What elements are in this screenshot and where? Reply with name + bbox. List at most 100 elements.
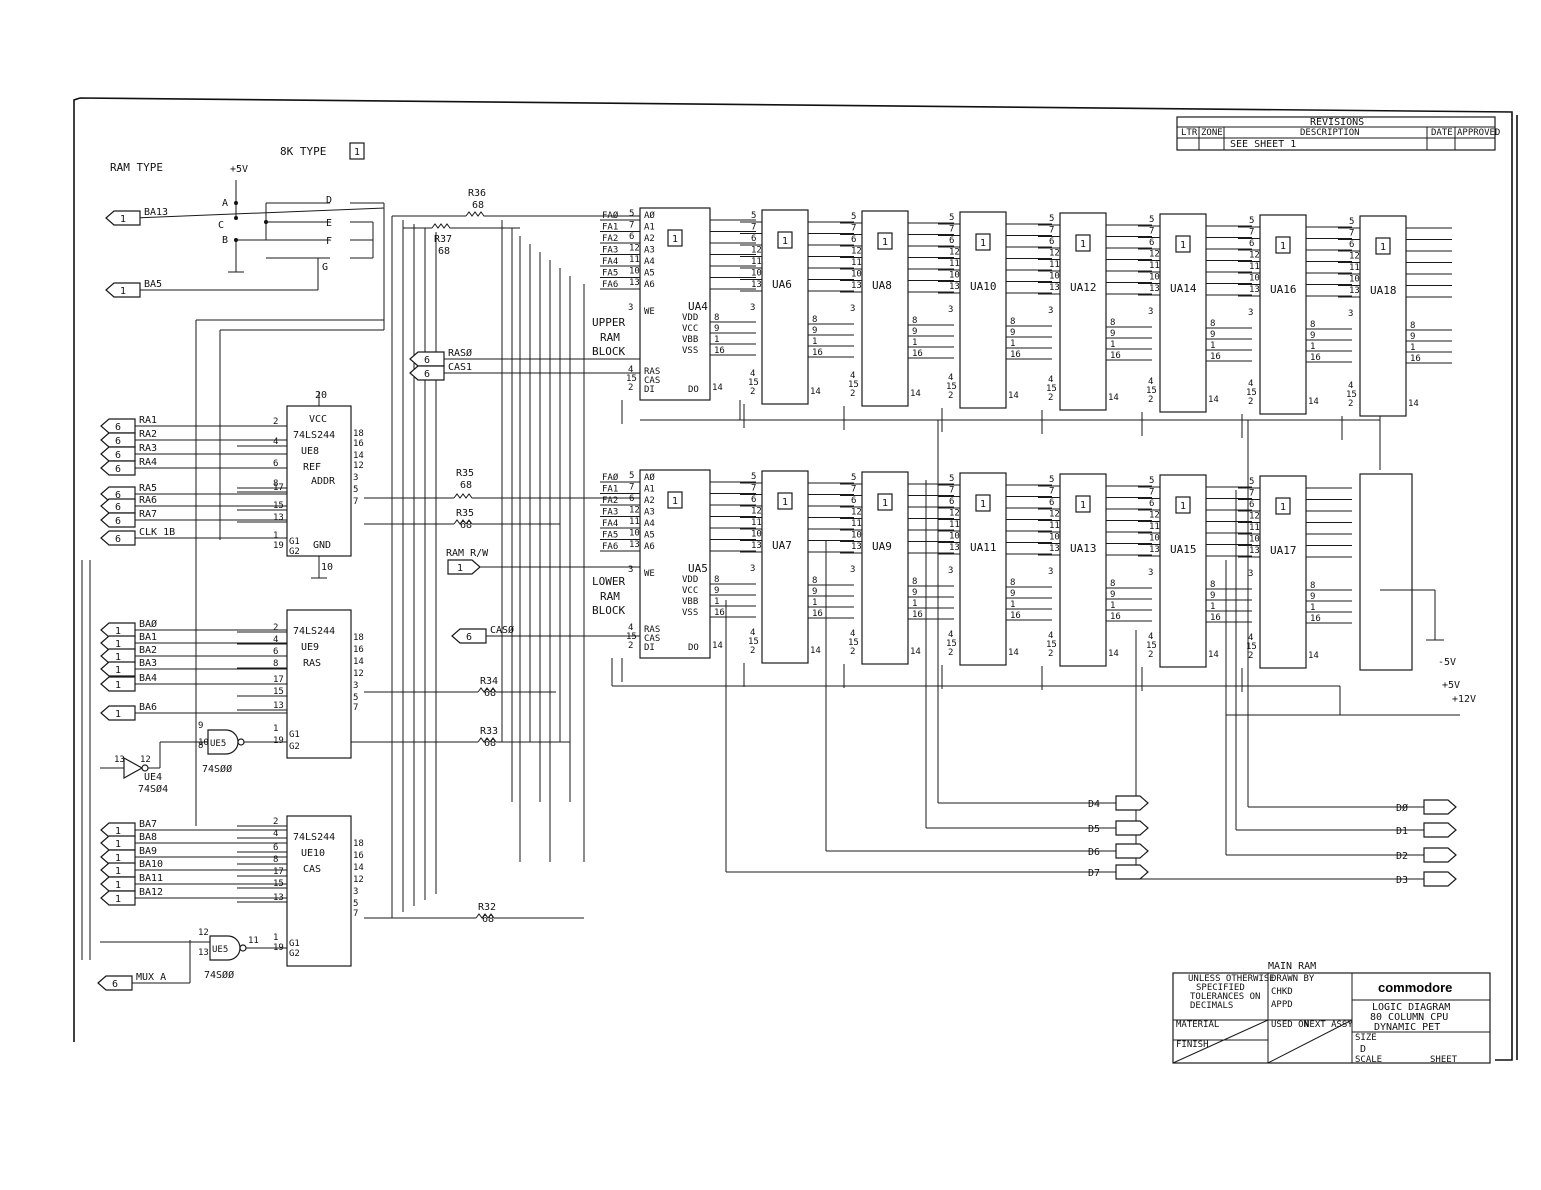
data-out-d5-label: D5 (1088, 824, 1100, 835)
buffer-out-pin: 5 (353, 899, 358, 909)
ram-cas-pin: 15 (1346, 390, 1357, 400)
ram-di-pin: 2 (948, 648, 953, 658)
ram-ras-pin: 4 (1048, 631, 1053, 641)
svg-text:-5V: -5V (1438, 657, 1456, 668)
ram-addr-pin: 11 (1349, 263, 1360, 273)
svg-text:LOWER: LOWER (592, 575, 625, 588)
ram-addr-pin: 5 (949, 474, 954, 484)
ram-addr-pin: 12 (851, 247, 862, 257)
ram-addr-pin: 10 (1249, 535, 1260, 545)
ram-supply-label: VSS (682, 346, 698, 356)
type-8k-label: 8K TYPE (280, 145, 326, 158)
connector-ba13-sheet-number: 1 (120, 214, 126, 225)
buffer-out-pin: 12 (353, 669, 364, 679)
ram-do-pin: 14 (910, 389, 921, 399)
ram-chip-ua13-marker-label: 1 (1080, 500, 1086, 511)
ram-cas-pin: 15 (1246, 388, 1257, 398)
ram-we-pin: 3 (1248, 308, 1253, 318)
resistor-r36-value: 68 (472, 200, 484, 211)
ram-addr-pin: 7 (629, 221, 634, 231)
connector-ba-cas5-connector (100, 890, 136, 906)
ram-supply-pin: 9 (1310, 592, 1315, 602)
resistor-r33-value: 68 (484, 738, 496, 749)
ram-type-label: RAM TYPE (110, 161, 163, 174)
connector-ba5-label: BA5 (144, 279, 162, 290)
ram-we-pin: 3 (1148, 307, 1153, 317)
buffer-ctrl-label: G1 (289, 730, 300, 740)
ram-supply-pin: 9 (912, 588, 917, 598)
connector-ra0-label: RA1 (139, 415, 157, 426)
ram-addr-pin: 10 (629, 529, 640, 539)
connector-ra7-sheet-number: 6 (115, 534, 121, 545)
ram-ras-pin: 4 (1248, 379, 1253, 389)
ram-addr-pin: 7 (1049, 487, 1054, 497)
rev-hdr-ltr: LTR (1181, 128, 1198, 138)
ram-fa-label: FA6 (602, 542, 618, 552)
ram-do-pin: 14 (1008, 391, 1019, 401)
ram-chip-ua4-marker (667, 229, 683, 247)
svg-text:SCALE: SCALE (1355, 1055, 1382, 1065)
buffer-out-pin: 18 (353, 839, 364, 849)
ram-addr-pin: 5 (1049, 475, 1054, 485)
svg-text:E: E (326, 218, 332, 229)
ram-supply-pin: 1 (1010, 600, 1015, 610)
ram-ras-pin: 4 (1048, 375, 1053, 385)
buffer-in-pin: 6 (273, 459, 278, 469)
buffer-vcc-label: VCC (309, 414, 327, 425)
buffer-part: 74LS244 (293, 430, 335, 441)
ram-addr-pin: 7 (1349, 229, 1354, 239)
ram-chip-ua6-ref: UA6 (772, 278, 792, 291)
ram-chip-ua7-marker-label: 1 (782, 497, 788, 508)
ram-chip-ua14-ref: UA14 (1170, 282, 1197, 295)
svg-text:APPD: APPD (1271, 1000, 1293, 1010)
resistor-r35b-ref: R35 (456, 508, 474, 519)
ram-addr-pin: 10 (1249, 274, 1260, 284)
data-out-d4-connector (1115, 795, 1149, 811)
ram-chip-ua10-marker (975, 233, 991, 251)
connector-cas0-connector (451, 628, 487, 644)
buffer-out-pin: 7 (353, 703, 358, 713)
buffer-in-pin: 8 (273, 855, 278, 865)
ram-addr-pin: 12 (1349, 252, 1360, 262)
ram-fa-label: FA1 (602, 223, 618, 233)
title-block: MAIN RAM UNLESS OTHERWISE SPECIFIED TOLE… (1172, 961, 1491, 1065)
ram-supply-pin: 1 (912, 599, 917, 609)
ram-chip-ua15-marker (1175, 496, 1191, 514)
ram-ras-pin: 4 (948, 630, 953, 640)
ram-supply-pin: 16 (1110, 612, 1121, 622)
buffer-out-pin: 14 (353, 863, 364, 873)
connector-cas1-label: CAS1 (448, 362, 472, 373)
svg-text:BLOCK: BLOCK (592, 604, 625, 617)
connector-ra7-label: CLK 1B (139, 527, 175, 538)
ram-addr-label: AØ (644, 472, 655, 483)
ram-do-pin: 14 (1308, 397, 1319, 407)
ram-supply-pin: 16 (1310, 353, 1321, 363)
connector-ba-cas1-connector (100, 835, 136, 851)
ram-supply-pin: 8 (1310, 320, 1315, 330)
ram-addr-label: A5 (644, 269, 655, 279)
gate-ue5-a-bubble (237, 738, 245, 746)
ram-di-pin: 2 (750, 387, 755, 397)
buffer-in-pin: 4 (273, 829, 278, 839)
ram-addr-pin: 7 (1049, 226, 1054, 236)
ram-supply-pin: 8 (714, 313, 719, 323)
ram-addr-pin: 6 (851, 496, 856, 506)
resistor-r37-zigzag (431, 223, 453, 229)
ram-chip-ua12-marker (1075, 234, 1091, 252)
svg-text:MATERIAL: MATERIAL (1176, 1020, 1219, 1030)
ram-addr-pin: 6 (1149, 238, 1154, 248)
svg-text:+12V: +12V (1452, 694, 1476, 705)
inverter-ue4-body (123, 756, 144, 780)
wiring-layer (81, 215, 1460, 984)
ram-supply-pin: 8 (1210, 580, 1215, 590)
ram-do-pin: 14 (910, 647, 921, 657)
ram-chip-ua13-marker (1075, 495, 1091, 513)
ram-ras-pin: 4 (1348, 381, 1353, 391)
ram-addr-pin: 10 (751, 269, 762, 279)
connector-cas1-sheet-number: 6 (424, 369, 430, 380)
connector-ba4-connector (100, 676, 136, 692)
ram-addr-pin: 13 (1049, 544, 1060, 554)
ram-cas-pin: 15 (848, 638, 859, 648)
